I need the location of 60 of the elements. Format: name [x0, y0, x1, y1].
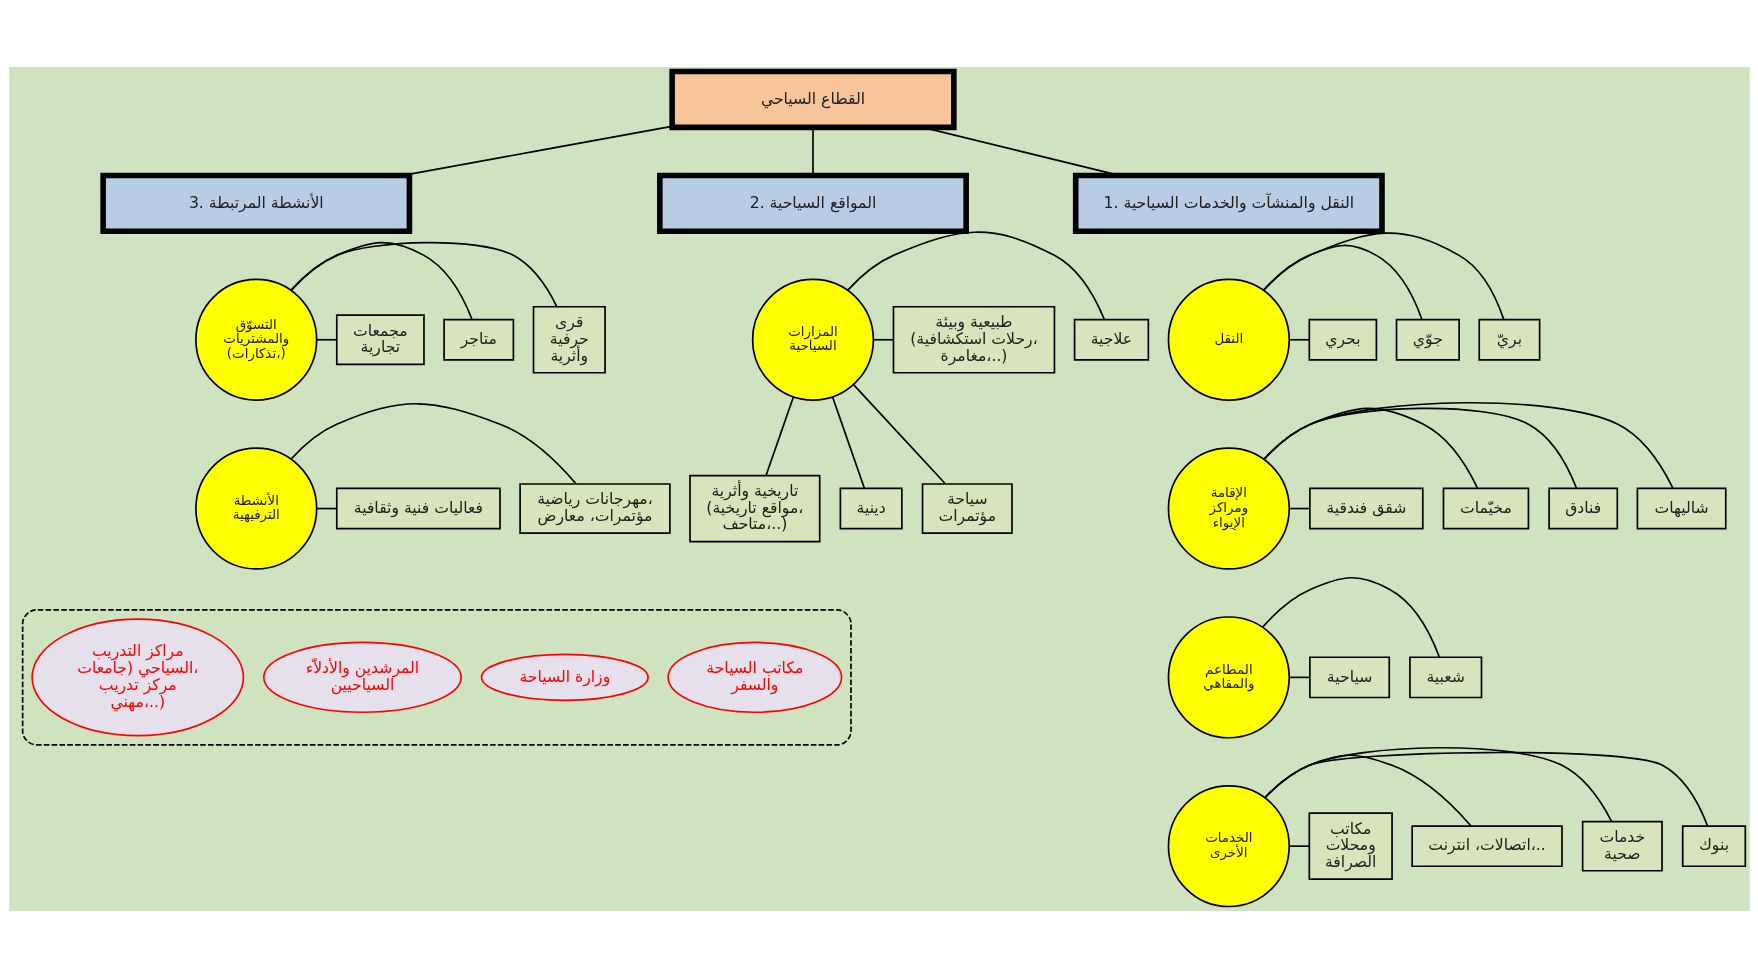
node-box: متاجر — [442, 318, 514, 361]
connector — [1262, 401, 1674, 489]
connector — [1262, 407, 1577, 489]
node-box: فعاليات فنية وثقافية — [335, 487, 501, 529]
connector — [1287, 844, 1310, 847]
connector — [315, 338, 338, 341]
node-box: تاريخية وأثرية (مواقع تاريخية، متاحف،..) — [688, 474, 821, 542]
node-box: بريّ — [1477, 318, 1540, 361]
node-ellipse: مكاتب السياحة والسفر — [666, 641, 842, 713]
node-box: سياحة مؤتمرات — [921, 482, 1013, 534]
node-circle: النقل — [1167, 278, 1290, 401]
connector — [872, 338, 894, 341]
node-ellipse: وزارة السياحة — [480, 653, 649, 701]
connector — [764, 395, 794, 476]
node-box: طبيعية وبيئة (رحلات استكشافية، مغامرة،..) — [892, 305, 1055, 374]
connector — [289, 241, 473, 320]
connector — [1263, 753, 1472, 827]
connector — [1262, 244, 1423, 320]
connector — [1287, 676, 1310, 678]
node-ellipse: المرشدين والأدلاّء السياحيين — [262, 641, 462, 713]
node-box: 3. الأنشطة المرتبطة — [99, 172, 412, 234]
node-box: بنوك — [1681, 824, 1746, 867]
node-box: قرى حرفية وأثرية — [532, 305, 606, 374]
node-box: شعبية — [1408, 655, 1482, 698]
node-box: بحري — [1308, 318, 1377, 361]
node-box: شاليهات — [1636, 487, 1727, 529]
node-circle: المزارات السياحية — [751, 278, 874, 401]
node-box: فنادق — [1547, 487, 1618, 529]
node-box: شقق فندقية — [1308, 487, 1424, 529]
connector — [315, 507, 337, 509]
node-box: دينية — [839, 487, 903, 529]
cluster — [21, 608, 852, 746]
connector — [846, 230, 1105, 320]
node-ellipse: مراكز التدريب السياحي (جامعات، مركز تدريب مهني،..) — [30, 617, 244, 736]
node-circle: الخدمات الأخرى — [1167, 784, 1290, 907]
node-circle: المطاعم والمقاهي — [1167, 615, 1290, 739]
node-circle: الإقامة ومراكز الإيواء — [1167, 446, 1290, 570]
node-box: مهرجانات رياضية، مؤتمرات، معارض — [518, 482, 671, 534]
connector — [1262, 407, 1478, 489]
connector — [852, 383, 946, 484]
node-box: اتصالات، انترنت،.. — [1410, 824, 1563, 867]
node-box: سياحية — [1308, 655, 1390, 698]
node-box: مكاتب ومحلات الصرافة — [1308, 811, 1393, 880]
node-box: 2. المواقع السياحية — [656, 172, 969, 234]
node-box: مجمعات تجارية — [335, 313, 425, 365]
node-box: مخيّمات — [1442, 487, 1529, 529]
connector — [1288, 507, 1310, 509]
connector — [1263, 751, 1708, 827]
connector — [1288, 338, 1310, 341]
node-box: علاجية — [1073, 318, 1149, 361]
node-box: القطاع السياحي — [668, 68, 957, 130]
connector — [831, 395, 865, 489]
node-box: خدمات صحية — [1581, 820, 1663, 872]
node-circle: التسوّق والمشتريات (تذكارات،) — [194, 278, 317, 401]
node-circle: الأنشطة الترفيهية — [194, 446, 317, 570]
node-box: جوّي — [1395, 318, 1460, 361]
node-box: 1. النقل والمنشآت والخدمات السياحية — [1072, 172, 1385, 234]
connector — [289, 402, 577, 484]
connector — [1261, 576, 1440, 658]
connector — [1262, 231, 1505, 320]
